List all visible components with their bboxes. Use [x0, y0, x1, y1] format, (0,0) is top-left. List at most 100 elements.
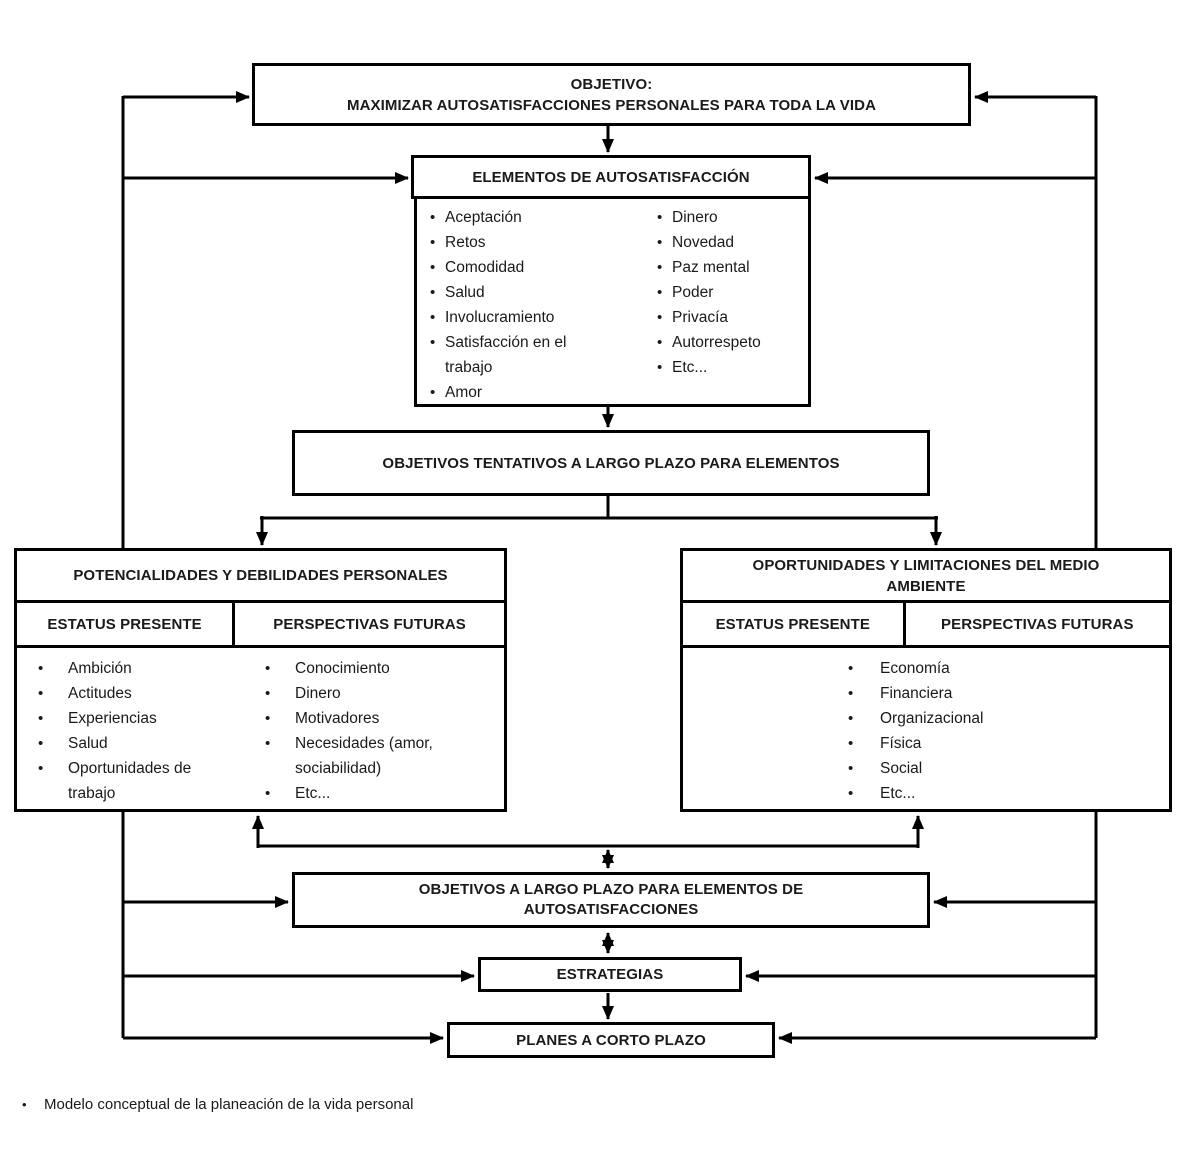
- list-item: •Experiencias: [38, 706, 265, 731]
- bullet-icon: •: [38, 760, 44, 777]
- list-item-label: Oportunidades de trabajo: [68, 760, 192, 802]
- bullet-icon: •: [657, 209, 663, 226]
- bullet-icon: •: [430, 284, 436, 301]
- list-item-label: Etc...: [880, 785, 916, 802]
- list-item-label: Paz mental: [672, 259, 750, 276]
- list-item-label: Privacía: [672, 309, 728, 326]
- elementos-title: ELEMENTOS DE AUTOSATISFACCIÓN: [472, 168, 750, 186]
- analysis-feedback-connector: [252, 815, 924, 869]
- list-item-label: Economía: [880, 660, 950, 677]
- objetivo-line2: MAXIMIZAR AUTOSATISFACCIONES PERSONALES …: [346, 96, 877, 114]
- tentativos-box: OBJETIVOS TENTATIVOS A LARGO PLAZO PARA …: [292, 430, 930, 496]
- list-item-label: Retos: [445, 234, 486, 251]
- list-item-label: Etc...: [672, 359, 708, 376]
- list-item-label: Dinero: [295, 685, 341, 702]
- ambiente-title-line1: OPORTUNIDADES Y LIMITACIONES DEL MEDIO: [752, 556, 1100, 574]
- objetivo-line1: OBJETIVO:: [570, 75, 653, 93]
- list-item: • Conocimiento: [265, 656, 504, 681]
- estrategias-box: ESTRATEGIAS: [478, 957, 742, 992]
- personales-col1-header: ESTATUS PRESENTE: [17, 603, 236, 645]
- bullet-icon: •: [848, 785, 854, 802]
- list-item: • Oportunidades de trabajo: [38, 756, 265, 806]
- list-item: •Etc...: [265, 781, 504, 806]
- bullet-icon: •: [430, 259, 436, 276]
- list-item: •Satisfacción en el trabajo: [430, 330, 657, 380]
- list-item: • Autorrespeto: [657, 330, 808, 355]
- list-item-label: Involucramiento: [445, 309, 555, 326]
- list-item: • Paz mental: [657, 255, 808, 280]
- list-item: • Salud: [38, 731, 265, 756]
- tentativos-title: OBJETIVOS TENTATIVOS A LARGO PLAZO PARA …: [382, 454, 840, 472]
- list-item-label: Novedad: [672, 234, 735, 251]
- figure-caption: • Modelo conceptual de la planeación de …: [22, 1096, 413, 1113]
- list-item: •Ambición: [38, 656, 265, 681]
- personales-box: POTENCIALIDADES Y DEBILIDADES PERSONALES…: [14, 548, 507, 812]
- list-item-label: Necesidades (amor, sociabilidad): [295, 735, 433, 777]
- ambiente-title: OPORTUNIDADES Y LIMITACIONES DEL MEDIO A…: [683, 551, 1169, 603]
- list-item: • Financiera: [848, 681, 1169, 706]
- ambiente-list: • Economía • Financiera •Organizacional • Físi…: [683, 648, 1169, 809]
- personales-subheader: ESTATUS PRESENTE PERSPECTIVAS FUTURAS: [17, 603, 504, 648]
- bullet-icon: •: [848, 660, 854, 677]
- bullet-icon: •: [657, 259, 663, 276]
- ambiente-box: OPORTUNIDADES Y LIMITACIONES DEL MEDIO A…: [680, 548, 1172, 812]
- list-item: •Dinero: [265, 681, 504, 706]
- list-item: • Retos: [430, 230, 657, 255]
- bullet-icon: •: [38, 735, 44, 752]
- planes-title: PLANES A CORTO PLAZO: [516, 1031, 706, 1049]
- bullet-icon: •: [430, 334, 436, 351]
- bullet-icon: •: [430, 384, 436, 401]
- ambiente-col2-header: PERSPECTIVAS FUTURAS: [941, 615, 1134, 633]
- personales-list: •Ambición•Actitudes•Experiencias•Salud•O…: [17, 648, 504, 809]
- list-item: • Economía: [848, 656, 1169, 681]
- bullet-icon: •: [848, 685, 854, 702]
- list-item-label: Salud: [68, 735, 108, 752]
- ambiente-title-line2: AMBIENTE: [886, 577, 966, 595]
- bullet-icon: •: [38, 685, 44, 702]
- list-item-label: Poder: [672, 284, 714, 301]
- bullet-icon: •: [265, 660, 271, 677]
- list-item-label: Financiera: [880, 685, 953, 702]
- elementos-col2: •Dinero•Novedad•Paz mental•Poder•Privací…: [657, 205, 808, 404]
- list-item: • Poder: [657, 280, 808, 305]
- list-item: •Privacía: [657, 305, 808, 330]
- list-item: •Necesidades (amor, sociabilidad): [265, 731, 504, 781]
- list-item-label: Conocimiento: [295, 660, 390, 677]
- elementos-col1: •Aceptación•Retos•Comodidad•Salud•Involu…: [430, 205, 657, 404]
- list-item: •Motivadores: [265, 706, 504, 731]
- elementos-header-box: ELEMENTOS DE AUTOSATISFACCIÓN: [411, 155, 811, 199]
- list-item: •Organizacional: [848, 706, 1169, 731]
- elementos-list-box: •Aceptación•Retos•Comodidad•Salud•Involu…: [414, 199, 811, 407]
- personales-col1: •Ambición • Actitudes •Experiencias • Salud • O…: [38, 656, 265, 809]
- planes-box: PLANES A CORTO PLAZO: [447, 1022, 775, 1058]
- personales-title: POTENCIALIDADES Y DEBILIDADES PERSONALES: [17, 551, 504, 603]
- bullet-icon: •: [430, 309, 436, 326]
- list-item-label: Aceptación: [445, 209, 522, 226]
- bullet-icon: •: [657, 334, 663, 351]
- list-item: •Salud: [430, 280, 657, 305]
- list-item: • Física: [848, 731, 1169, 756]
- list-item: •Amor: [430, 380, 657, 404]
- bullet-icon: •: [657, 284, 663, 301]
- largo-line2: AUTOSATISFACCIONES: [523, 901, 699, 918]
- ambiente-col1-header: ESTATUS PRESENTE: [683, 603, 906, 645]
- objetivo-box: OBJETIVO: MAXIMIZAR AUTOSATISFACCIONES P…: [252, 63, 971, 126]
- largo-box: OBJETIVOS A LARGO PLAZO PARA ELEMENTOS D…: [292, 872, 930, 928]
- bullet-icon: •: [848, 735, 854, 752]
- bullet-icon: •: [265, 710, 271, 727]
- list-item-label: Comodidad: [445, 259, 525, 276]
- caption-text: Modelo conceptual de la planeación de la…: [44, 1096, 414, 1113]
- bullet-icon: •: [848, 760, 854, 777]
- bullet-icon: •: [430, 234, 436, 251]
- caption-bullet-icon: •: [22, 1097, 27, 1112]
- list-item-label: Autorrespeto: [672, 334, 761, 351]
- list-item: • Actitudes: [38, 681, 265, 706]
- bullet-icon: •: [430, 209, 436, 226]
- personales-title-text: POTENCIALIDADES Y DEBILIDADES PERSONALES: [73, 567, 448, 584]
- personales-col2: •Conocimiento•Dinero•Motivadores•Necesid…: [265, 656, 504, 809]
- list-item-label: Física: [880, 735, 922, 752]
- list-item-label: Actitudes: [68, 685, 132, 702]
- tentativos-split: [256, 496, 942, 546]
